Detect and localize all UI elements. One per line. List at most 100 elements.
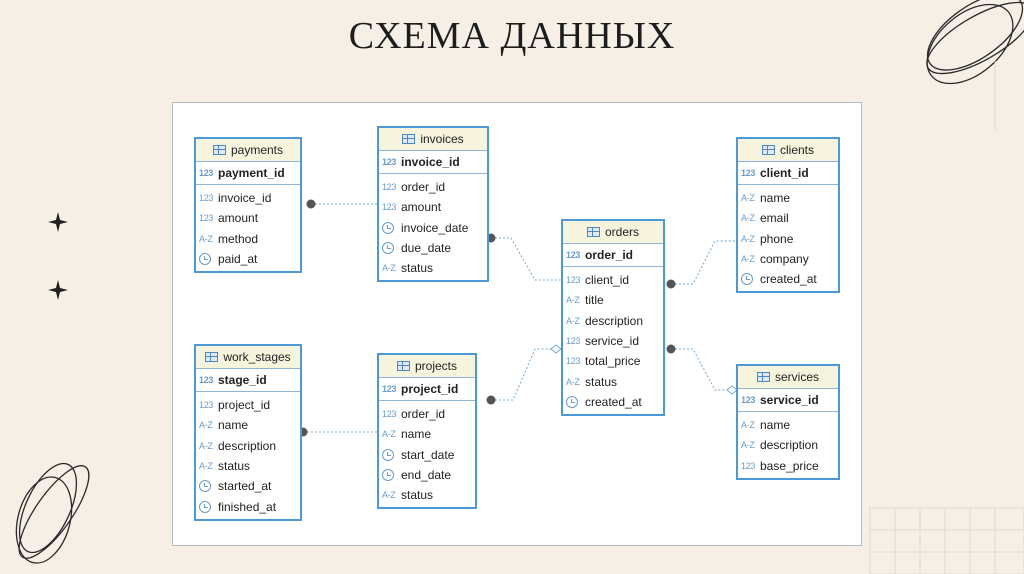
- relation-orders-services: [671, 349, 727, 390]
- column-name: invoice_id: [401, 155, 460, 169]
- text-type-icon: A-Z: [741, 440, 760, 450]
- clock-icon: [382, 242, 394, 254]
- column-row[interactable]: due_date: [379, 238, 487, 258]
- numeric-type-icon: 123: [199, 193, 218, 203]
- column-name: project_id: [218, 398, 270, 412]
- numeric-type-icon: 123: [741, 395, 760, 405]
- relation-dot: [487, 396, 496, 405]
- relation-dot: [667, 280, 676, 289]
- column-name: invoice_id: [218, 191, 271, 205]
- column-name: service_id: [760, 393, 819, 407]
- relation-dot: [667, 345, 676, 354]
- column-name: name: [760, 418, 790, 432]
- column-name: service_id: [585, 334, 639, 348]
- text-type-icon: A-Z: [566, 316, 585, 326]
- table-name: payments: [231, 143, 283, 157]
- column-row[interactable]: end_date: [379, 465, 475, 485]
- numeric-type-icon: 123: [566, 250, 585, 260]
- column-row[interactable]: invoice_date: [379, 218, 487, 238]
- column-name: email: [760, 211, 789, 225]
- column-row[interactable]: start_date: [379, 445, 475, 465]
- numeric-type-icon: 123: [741, 461, 760, 471]
- numeric-type-icon: 123: [199, 213, 218, 223]
- text-type-icon: A-Z: [741, 213, 760, 223]
- column-name: amount: [401, 200, 441, 214]
- column-name: amount: [218, 211, 258, 225]
- column-row[interactable]: created_at: [738, 269, 838, 289]
- column-name: base_price: [760, 459, 819, 473]
- column-name: status: [401, 488, 433, 502]
- column-name: name: [760, 191, 790, 205]
- clock-icon: [741, 273, 753, 285]
- column-row[interactable]: finished_at: [196, 496, 300, 516]
- text-type-icon: A-Z: [741, 193, 760, 203]
- numeric-type-icon: 123: [566, 275, 585, 285]
- table-name: services: [775, 370, 819, 384]
- table-header: clients: [738, 139, 838, 162]
- column-name: order_id: [401, 180, 445, 194]
- column-name: status: [401, 261, 433, 275]
- text-type-icon: A-Z: [382, 490, 401, 500]
- numeric-type-icon: 123: [382, 202, 401, 212]
- table-icon: [762, 145, 775, 155]
- column-name: end_date: [401, 468, 451, 482]
- text-type-icon: A-Z: [741, 254, 760, 264]
- numeric-type-icon: 123: [199, 400, 218, 410]
- column-name: created_at: [760, 272, 817, 286]
- relation-projects-orders: [491, 349, 551, 400]
- clock-icon: [382, 469, 394, 481]
- column-row[interactable]: started_at: [196, 476, 300, 496]
- column-name: description: [585, 314, 643, 328]
- numeric-type-icon: 123: [741, 168, 760, 178]
- clock-icon: [382, 449, 394, 461]
- numeric-type-icon: 123: [382, 384, 401, 394]
- column-row[interactable]: created_at: [563, 392, 663, 412]
- numeric-type-icon: 123: [382, 409, 401, 419]
- clock-icon: [199, 480, 211, 492]
- table-name: projects: [415, 359, 457, 373]
- column-name: client_id: [585, 273, 629, 287]
- column-row[interactable]: paid_at: [196, 249, 300, 269]
- numeric-type-icon: 123: [199, 168, 218, 178]
